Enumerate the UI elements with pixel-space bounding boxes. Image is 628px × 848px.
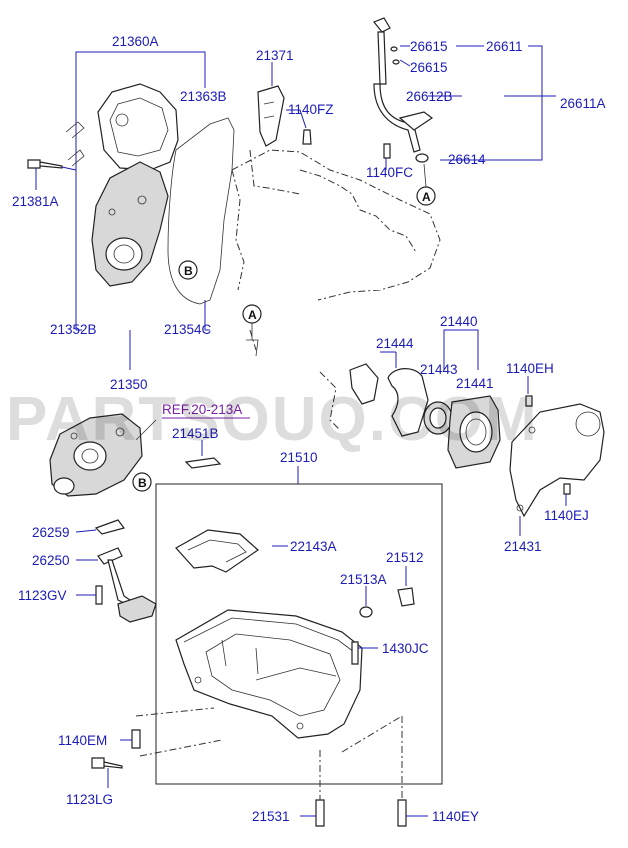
label-21440: 21440 [440, 314, 478, 329]
label-21431: 21431 [504, 539, 542, 554]
label-21354C: 21354C [164, 322, 212, 337]
label-21352B: 21352B [50, 322, 97, 337]
timing-cover-group [27, 51, 235, 370]
label-21360A: 21360A [112, 34, 159, 49]
upper-timing-cover [97, 83, 179, 171]
strainer-body [117, 595, 157, 623]
label-21512: 21512 [386, 550, 424, 565]
label-26250: 26250 [32, 553, 70, 568]
oil-strainer-group [94, 519, 157, 623]
label-21350: 21350 [110, 377, 148, 392]
oil-pan [175, 609, 363, 739]
lower-cover-gasket [167, 117, 235, 305]
callout-b-cover: B [184, 264, 193, 278]
drain-plug [397, 587, 415, 607]
callout-b-cover-circle [178, 260, 198, 280]
callout-a-top: A [422, 190, 431, 204]
label-1123LG: 1123LG [66, 792, 113, 807]
callout-a-engine: A [248, 308, 257, 322]
label-21513A: 21513A [340, 572, 387, 587]
oil-pump-group [49, 413, 157, 497]
oil-baffle [175, 529, 259, 573]
label-26614: 26614 [448, 152, 486, 167]
label-1123GV: 1123GV [18, 588, 67, 603]
label-26615-a: 26615 [410, 39, 448, 54]
seal-gasket-21444 [387, 368, 429, 437]
label-1140EJ: 1140EJ [544, 508, 589, 523]
engine-bracket [257, 85, 285, 147]
cover-bolt [27, 159, 63, 169]
label-1430JC: 1430JC [382, 641, 429, 656]
rear-seal-group [349, 363, 501, 469]
rear-plate-group [509, 395, 605, 518]
label-1140FZ: 1140FZ [288, 102, 334, 117]
label-21363B: 21363B [180, 89, 227, 104]
watermark: PARTSOUQ.COM [6, 385, 539, 454]
label-26615-b: 26615 [410, 60, 448, 75]
rear-plate [509, 403, 605, 518]
dipstick-group [373, 17, 434, 163]
label-21531: 21531 [252, 809, 290, 824]
upper-cover-gasket [65, 121, 85, 167]
label-26259: 26259 [32, 525, 70, 540]
label-26611A: 26611A [560, 96, 606, 111]
pump-gasket [184, 457, 222, 469]
strainer-tube [107, 559, 131, 605]
label-1140EY: 1140EY [432, 809, 479, 824]
reference-20-213A[interactable]: REF.20-213A [162, 402, 242, 417]
label-1140EM: 1140EM [58, 733, 107, 748]
label-21443: 21443 [420, 362, 458, 377]
label-21371: 21371 [256, 48, 294, 63]
label-21444: 21444 [376, 336, 414, 351]
label-26612B: 26612B [406, 89, 453, 104]
strainer-gasket-26259 [94, 519, 126, 535]
label-21381A: 21381A [12, 194, 59, 209]
label-26611: 26611 [486, 39, 523, 54]
strainer-bracket [97, 547, 123, 565]
drain-washer [359, 606, 373, 618]
label-21451B: 21451B [172, 426, 219, 441]
label-21510: 21510 [280, 450, 318, 465]
callout-b-pump-circle [132, 472, 152, 492]
label-1140EH: 1140EH [506, 361, 554, 376]
oil-pan-group [91, 529, 415, 827]
seal-gasket-21444-left [349, 363, 379, 405]
label-1140FC: 1140FC [366, 165, 413, 180]
label-22143A: 22143A [290, 539, 337, 554]
callout-b-pump: B [138, 476, 147, 490]
label-21441: 21441 [456, 376, 494, 391]
oil-pan-box [155, 483, 443, 785]
